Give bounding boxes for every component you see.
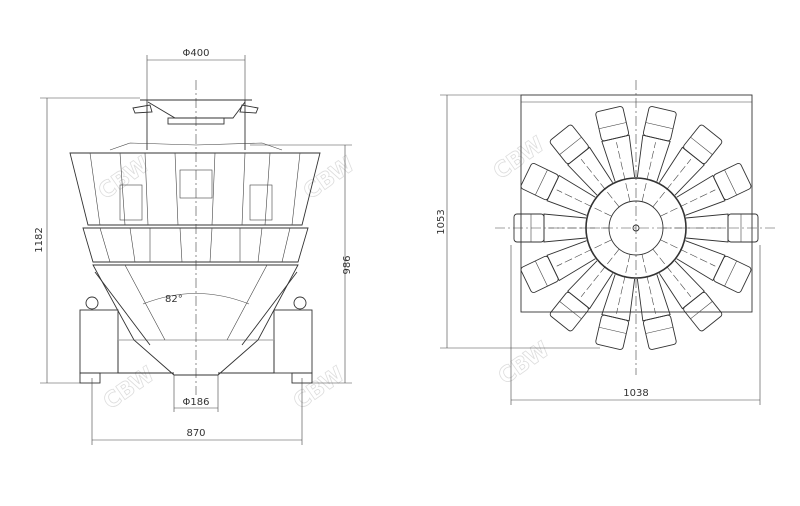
top-view: 1053 1038	[436, 80, 777, 405]
svg-text:1038: 1038	[623, 388, 648, 399]
weigh-bucket	[652, 248, 723, 332]
weigh-bucket	[595, 106, 636, 202]
weigh-bucket	[636, 254, 677, 350]
dimension-outlet-diameter: Φ186	[173, 375, 219, 412]
weigh-bucket	[636, 106, 677, 202]
svg-text:1182: 1182	[34, 227, 45, 252]
dimension-foot-width: 870	[91, 378, 303, 445]
svg-text:986: 986	[342, 255, 353, 274]
svg-text:1053: 1053	[436, 209, 447, 234]
weigh-bucket	[660, 163, 752, 217]
dimension-depth: 1053	[436, 94, 600, 349]
svg-text:CBW: CBW	[494, 337, 554, 390]
dimension-top-diameter: Φ400	[146, 48, 246, 100]
svg-text:870: 870	[186, 428, 205, 439]
weigh-bucket	[549, 248, 620, 332]
svg-text:CBW: CBW	[99, 362, 159, 415]
weigh-bucket	[520, 163, 612, 217]
svg-text:CBW: CBW	[299, 152, 359, 205]
angle-dimension-label: 82°	[165, 294, 183, 305]
svg-text:Φ400: Φ400	[183, 48, 210, 59]
weigh-bucket	[660, 239, 752, 293]
front-view: 82° Φ400 1182 986 Φ186 870	[34, 48, 353, 445]
svg-text:CBW: CBW	[489, 132, 549, 185]
weigh-bucket	[549, 124, 620, 208]
svg-text:Φ186: Φ186	[183, 397, 210, 408]
dimension-base-height: 986	[250, 144, 353, 384]
dimension-total-height: 1182	[34, 97, 140, 384]
watermark: CBW CBW CBW CBW CBW CBW	[94, 132, 555, 415]
weigh-bucket	[595, 254, 636, 350]
weigh-bucket	[520, 239, 612, 293]
weigh-bucket	[652, 124, 723, 208]
dimension-width: 1038	[510, 245, 761, 405]
svg-text:CBW: CBW	[289, 362, 349, 415]
